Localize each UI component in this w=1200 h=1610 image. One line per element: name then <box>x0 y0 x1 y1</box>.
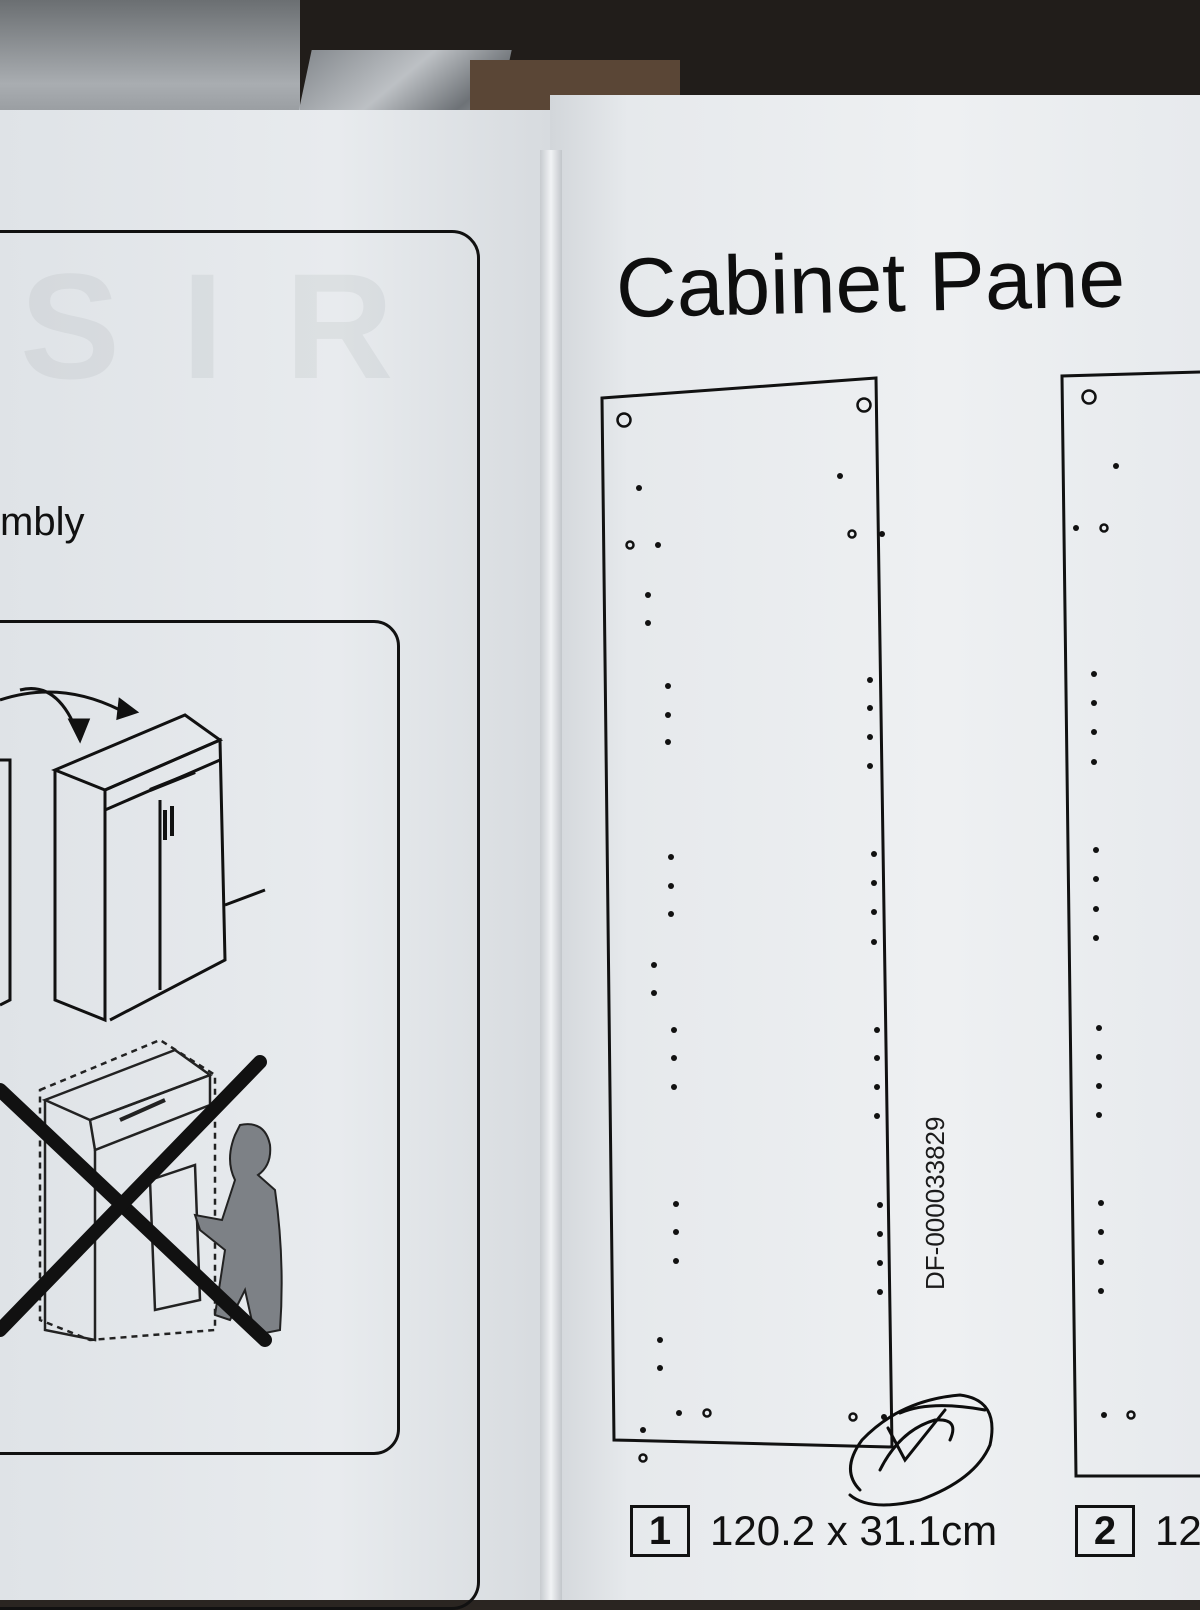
left-page <box>0 110 560 1600</box>
cabinet-placement-illustration <box>0 687 266 1023</box>
part-number-box: 1 <box>630 1505 690 1557</box>
panel-2-holes <box>1073 463 1119 1418</box>
panel-1-holes <box>636 473 887 1433</box>
part-dimensions: 120.2 x 31.1cm <box>710 1507 998 1554</box>
assembly-caption: mbly <box>0 500 85 544</box>
panel-2-diagram <box>1060 370 1200 1478</box>
part-number-box: 2 <box>1075 1505 1135 1557</box>
part-dimensions: 12 <box>1155 1507 1200 1554</box>
illustration-frame <box>0 620 400 1455</box>
child-silhouette <box>193 1123 283 1337</box>
part-2-caption: 2 12 <box>1075 1505 1200 1557</box>
inspection-scribble <box>848 1393 994 1507</box>
right-page <box>550 95 1200 1600</box>
part-1-caption: 1 120.2 x 31.1cm <box>630 1505 997 1557</box>
page-title: Cabinet Pane <box>615 230 1126 335</box>
prohibited-cross <box>0 1055 272 1347</box>
bleed-through-text: S I R <box>20 242 404 410</box>
book-spine <box>540 150 562 1600</box>
panel-1-diagram <box>600 376 894 1463</box>
part-serial-number: DF-000033829 <box>920 1116 950 1290</box>
